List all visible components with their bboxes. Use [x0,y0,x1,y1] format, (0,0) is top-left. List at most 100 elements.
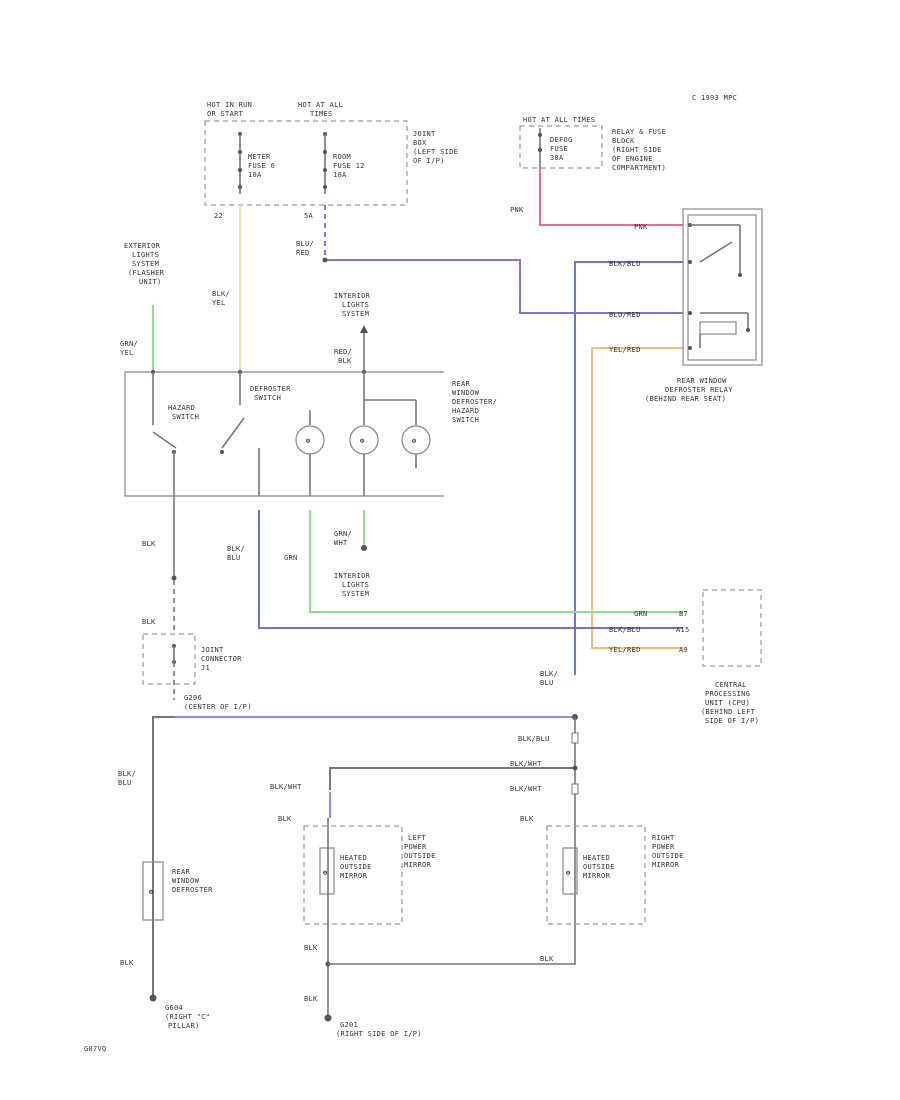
wire-blue-blk-blu [258,510,683,629]
joint-connector-j1: JOINT CONNECTOR J1 [142,633,242,700]
ext-lights-flasher-5: UNIT) [139,278,162,286]
right-mirror-4: MIRROR [652,861,680,869]
lamp-2-glyph: ⊙ [360,437,365,445]
wire-grn-wht-2: WHT [334,539,348,547]
cpu-name-2: PROCESSING [705,690,750,698]
g604-1: G604 [165,1004,183,1012]
wire-blk-wht-2: BLK/WHT [270,783,302,791]
fuse-a-name: METER [248,153,271,161]
right-mirror-3: OUTSIDE [652,852,684,860]
cpu-pin-2: A15 [676,626,690,634]
copyright-label: C 1993 MPC [692,94,737,102]
wire-blk-5: BLK [120,959,134,967]
relay-fuse-desc-4: OF ENGINE [612,155,653,163]
joint-box-desc-2: BOX [413,139,427,147]
int-lights-mid-terminal [361,545,367,551]
ext-lights-flasher-2: LIGHTS [132,251,159,259]
hot-all-label: HOT AT ALL [298,101,343,109]
splice-blk-1 [171,575,177,581]
left-heated-1: HEATED [340,854,367,862]
switch-outline [124,371,444,497]
wire-purple-blu-red [325,259,683,314]
right-mirror-glyph: ⊖ [566,869,571,877]
cpu-name-1: CENTRAL [715,681,747,689]
ground-g604 [149,994,157,1002]
cpu-name-3: UNIT (CPU) [705,699,750,707]
fuse-a-number: FUSE 6 [248,162,275,170]
joint-box-pin-a: 22 [214,212,223,220]
fuse-b-dot-3 [323,168,327,172]
ext-lights-flasher-3: SYSTEM [132,260,159,268]
wire-blk-wht-3: BLK/WHT [510,785,542,793]
wire-pink [539,170,683,226]
relay-fuse-block: HOT AT ALL TIMES DEFOG FUSE 30A RELAY & … [519,116,666,172]
connector-b [571,783,579,795]
wire-blk-3: BLK [278,815,292,823]
joint-box-desc-4: OF I/P) [413,157,445,165]
right-mirror-outline [546,825,646,925]
left-mirror-4: MIRROR [404,861,432,869]
relay-outer [682,208,763,366]
fuse-b-dot-4 [323,185,327,189]
g201-1: G201 [340,1021,358,1029]
right-heated-1: HEATED [583,854,610,862]
wire-blk-yel-2: YEL [212,299,226,307]
wire-left-mirror-feed [329,767,575,790]
joint-box-outline [204,120,408,206]
splice-mirror [572,765,578,771]
fuse-a-dot-4 [238,185,242,189]
left-mirror-1: LEFT [408,834,427,842]
wire-blk-yel-1: BLK/ [212,290,230,298]
wire-blk-6: BLK [540,955,554,963]
rear-window-defroster: ⊖ REAR WINDOW DEFROSTER [142,861,213,921]
hot-all-label-2: TIMES [310,110,333,118]
wire-pnk-label: PNK [510,206,524,214]
wire-red-blk-1: RED/ [334,348,352,356]
fuse-a-dot-2 [238,150,242,154]
cpu-pin-3: A9 [679,646,688,654]
defroster-hazard-switch: HAZARD SWITCH DEFROSTER SWITCH ⊙ ⊙ ⊙ REA… [124,370,497,497]
wire-orange-yel-red [591,347,683,649]
wire-blue-relay-blkblu [574,261,683,675]
relay-coil-dot [746,328,750,332]
relay-blkblu-label: BLK/BLU [609,260,641,268]
cpu-pin-1: B7 [679,610,688,618]
right-mirror-2: POWER [652,843,675,851]
ground-g206-2: (CENTER OF I/P) [184,703,252,711]
wire-blk-4: BLK [520,815,534,823]
relay-fuse-hot-label: HOT AT ALL TIMES [523,116,595,124]
ext-lights-flasher-4: (FLASHER [128,269,165,277]
left-mirror-element [319,847,335,895]
ext-lights-flasher-1: EXTERIOR [124,242,161,250]
relay-blkred-label: BLU/RED [609,311,641,319]
switch-title-5: SWITCH [452,416,479,424]
wire-grn-wht-1: GRN/ [334,530,352,538]
lamp-1-glyph: ⊙ [306,437,311,445]
left-heated-2: OUTSIDE [340,863,372,871]
ground-g201 [324,1014,332,1022]
cpu-name-4: (BEHIND LEFT [701,708,756,716]
defog-fuse-dot-1 [538,133,542,137]
defroster-contact-dot [220,450,224,454]
relay-contact-arm [699,241,733,263]
wire-green-grn [309,510,683,613]
relay-contact-dot [738,273,742,277]
g201-2: (RIGHT SIDE OF I/P) [336,1030,422,1038]
relay-fuse-outline [519,125,603,169]
defroster-switch-1: DEFROSTER [250,385,291,393]
defroster-relay: REAR WINDOW DEFROSTER RELAY (BEHIND REAR… [645,208,763,403]
wire-blk-wht-1: BLK/WHT [510,760,542,768]
int-lights-top-arrow [360,325,368,333]
joint-box-desc-3: (LEFT SIDE [413,148,458,156]
int-lights-mid-3: SYSTEM [342,590,369,598]
wire-red-blk-2: BLK [338,357,352,365]
int-lights-mid-2: LIGHTS [342,581,369,589]
right-heated-mirror: ⊖ HEATED OUTSIDE MIRROR RIGHT POWER OUTS… [546,825,684,925]
left-mirror-3: OUTSIDE [404,852,436,860]
cpu-yel-red-label: YEL/RED [609,646,641,654]
joint-box-desc-1: JOINT [413,130,436,138]
right-heated-3: MIRROR [583,872,611,880]
defog-fuse-name: DEFOG [550,136,573,144]
int-lights-top-1: INTERIOR [334,292,371,300]
